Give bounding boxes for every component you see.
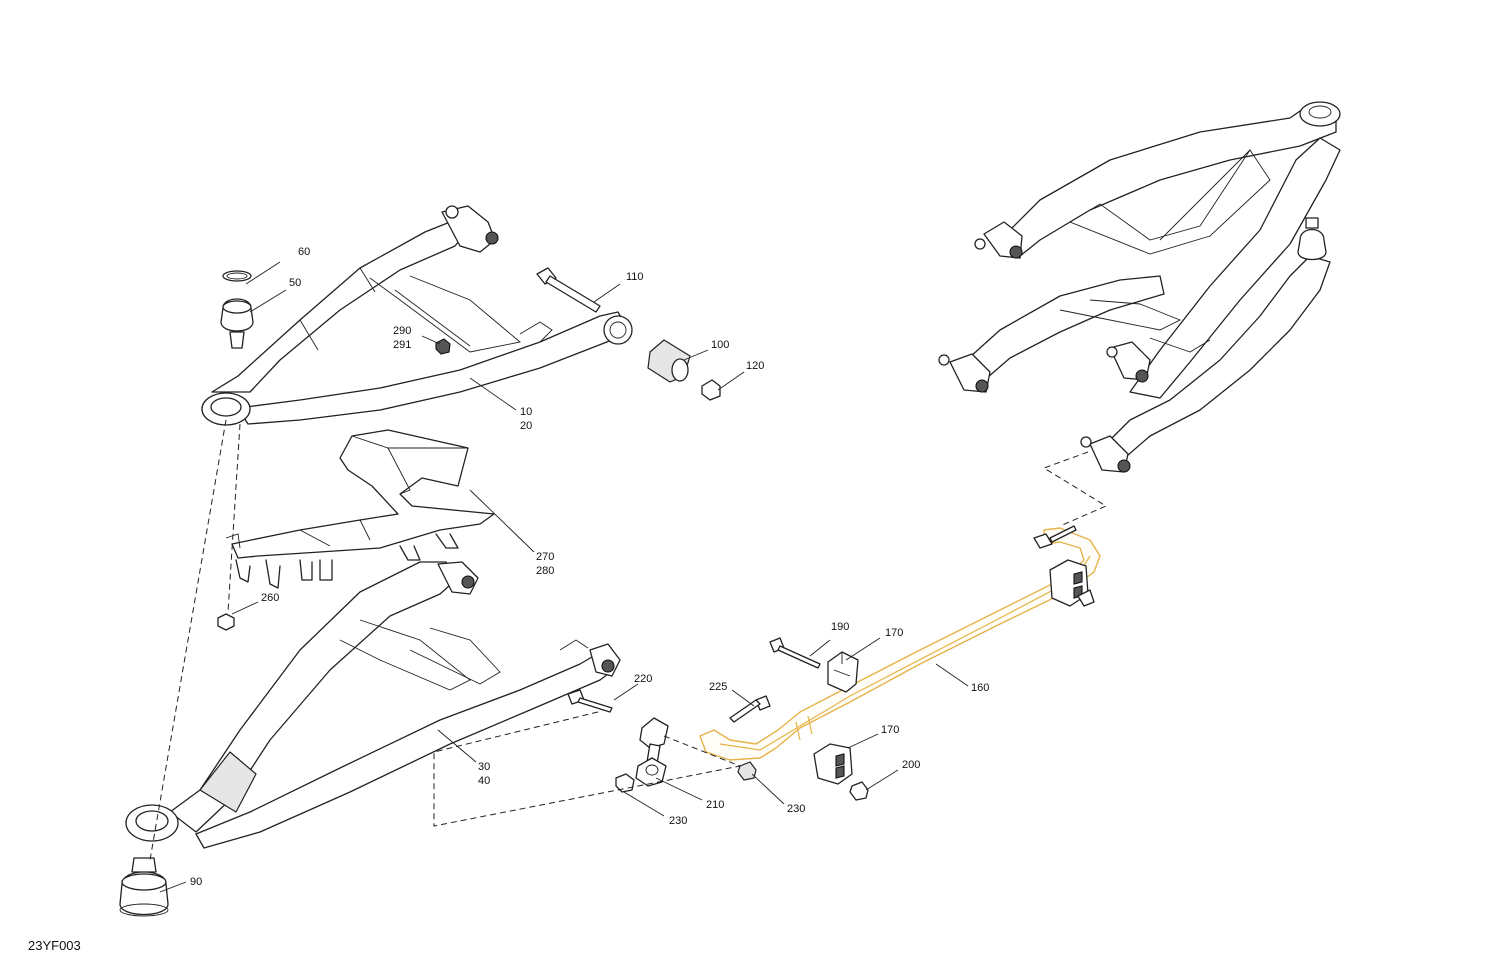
bushing-100: [647, 339, 691, 383]
callout-190: 190: [831, 621, 849, 633]
upper-a-arm: [201, 205, 633, 426]
callout-110: 110: [626, 271, 644, 283]
callout-120: 120: [746, 360, 764, 372]
callout-170-lower: 170: [881, 724, 899, 736]
callout-30: 30: [478, 761, 490, 773]
lower-a-arm-right: [938, 217, 1331, 473]
skid-plate: [225, 429, 495, 589]
callout-230-left: 230: [669, 815, 687, 827]
bolt-225: [729, 695, 771, 723]
upper-a-arm-right: [974, 101, 1341, 399]
callout-90: 90: [190, 876, 202, 888]
callout-170-upper: 170: [885, 627, 903, 639]
nut-260: [217, 613, 235, 631]
bolt-220: [567, 689, 613, 713]
callout-280: 280: [536, 565, 554, 577]
nut-120: [701, 379, 721, 401]
callout-100: 100: [711, 339, 729, 351]
ball-joint-lower: [119, 857, 169, 917]
nut-290: [435, 338, 451, 355]
callout-40: 40: [478, 775, 490, 787]
callout-labels: 60 50 110 100 120 290 291 10 20 270 280 …: [28, 246, 989, 953]
sway-bar-bushing-right: [1033, 525, 1095, 607]
callout-160: 160: [971, 682, 989, 694]
callout-290: 290: [393, 325, 411, 337]
nut-200: [849, 781, 869, 801]
callout-20: 20: [520, 420, 532, 432]
bolt-110: [536, 267, 601, 313]
stabilizer-link-210: [635, 717, 669, 787]
assembly-lines: [149, 419, 1108, 861]
callout-220: 220: [634, 673, 652, 685]
bracket-170-upper: [827, 651, 859, 693]
callout-230-right: 230: [787, 803, 805, 815]
callout-225: 225: [709, 681, 727, 693]
leader-lines: [159, 261, 969, 893]
lower-a-arm: [125, 561, 621, 849]
callout-60: 60: [298, 246, 310, 258]
callout-50: 50: [289, 277, 301, 289]
bracket-170-lower: [813, 743, 853, 785]
callout-200: 200: [902, 759, 920, 771]
callout-210: 210: [706, 799, 724, 811]
callout-260: 260: [261, 592, 279, 604]
callout-291: 291: [393, 339, 411, 351]
ball-joint-upper: [220, 270, 254, 349]
nut-230-right: [737, 761, 757, 781]
callout-270: 270: [536, 551, 554, 563]
callout-10: 10: [520, 406, 532, 418]
bolt-190: [769, 637, 821, 669]
diagram-id: 23YF003: [28, 938, 81, 953]
sway-bar: [699, 527, 1101, 761]
